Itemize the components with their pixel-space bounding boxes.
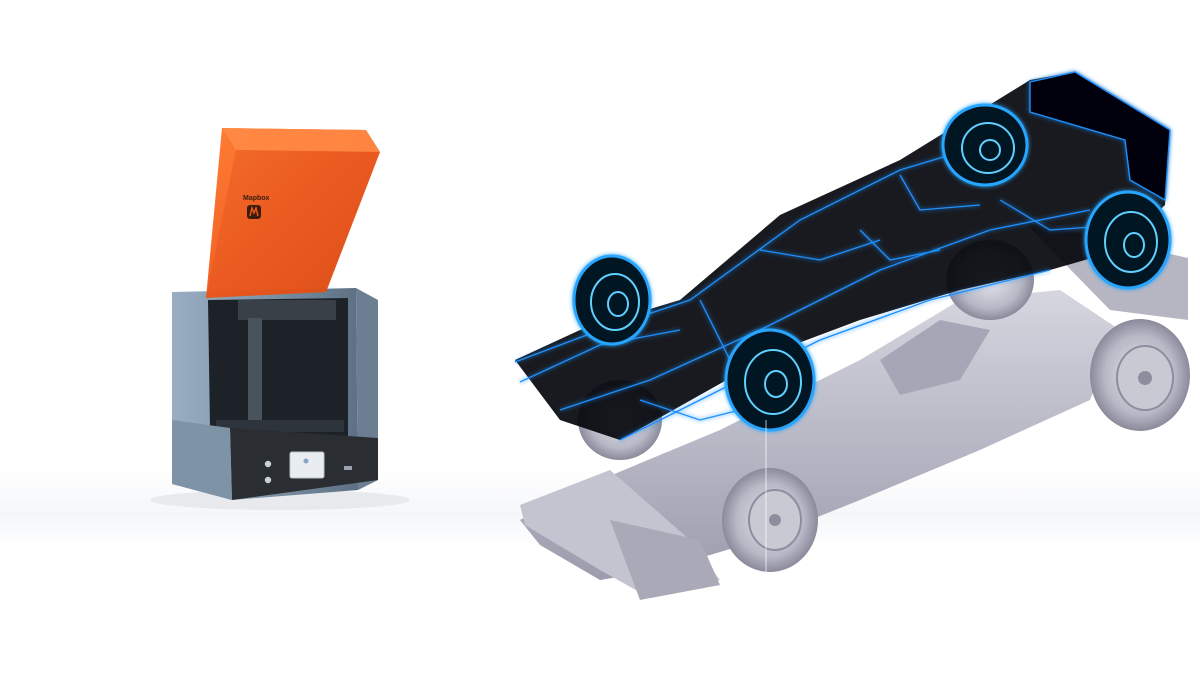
car-wheel-rear-left [1090, 319, 1190, 431]
resin-printer: Mapbox [150, 128, 410, 510]
wireframe-rear-wing [1029, 71, 1171, 202]
printer-build-chamber [208, 298, 348, 440]
wireframe-wheel-rear-right [941, 103, 1029, 187]
printer-lid-rim [222, 128, 380, 152]
printer-base-left [172, 420, 232, 500]
car-cockpit [880, 320, 990, 395]
car-front-wing-plate [610, 520, 720, 600]
printer-touchscreen [289, 451, 325, 479]
formula-car-model [514, 71, 1190, 600]
brand-logo-icon [247, 205, 261, 219]
wireframe-wheel-front-left [724, 328, 816, 432]
screen-logo-icon [303, 458, 309, 464]
lid-brand-text: Mapbox [243, 195, 270, 202]
printer-button-top [264, 460, 272, 468]
wireframe-wheel-front-right [572, 254, 652, 346]
printer-button-bottom [264, 476, 272, 484]
printer-port [344, 466, 352, 470]
printer-resin-vat [216, 420, 344, 432]
printer-lid [206, 128, 380, 298]
car-wheel-front-left [722, 468, 818, 572]
car-wireframe-render [514, 71, 1172, 441]
printer-lid-inner [206, 150, 380, 298]
printer-build-plate [238, 300, 336, 320]
printer-z-rail [248, 318, 262, 426]
wireframe-wheel-rear-left [1084, 190, 1172, 290]
